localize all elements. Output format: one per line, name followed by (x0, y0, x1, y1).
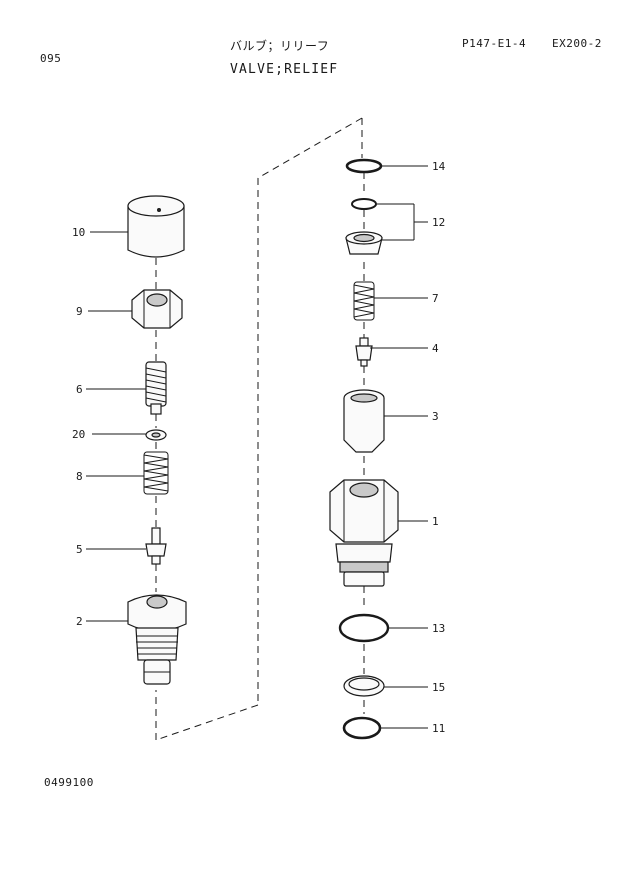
part-oring-13 (338, 613, 390, 643)
reference-code: P147-E1-4 (462, 37, 527, 50)
callout-1: 1 (432, 515, 439, 528)
part-ring-12a (351, 198, 377, 210)
callout-2: 2 (76, 615, 83, 628)
callout-13: 13 (432, 622, 445, 635)
part-sleeve-3 (343, 389, 385, 453)
model-code: EX200-2 (552, 37, 602, 50)
title-japanese: バルブ；リリーフ (230, 39, 330, 53)
callout-6: 6 (76, 383, 83, 396)
part-ring-15 (343, 675, 385, 697)
part-body-2 (127, 594, 187, 685)
page-number: 095 (40, 52, 62, 65)
assembly-connector (155, 117, 363, 741)
part-oring-11 (342, 716, 382, 740)
part-spring-7 (353, 281, 375, 321)
callout-9: 9 (76, 305, 83, 318)
callout-8: 8 (76, 470, 83, 483)
part-seal-12b (345, 231, 383, 255)
part-screw-6 (145, 361, 167, 415)
drawing-number: 0499100 (44, 776, 94, 789)
part-cap-10 (127, 195, 185, 258)
part-spring-8 (143, 451, 169, 495)
callout-15: 15 (432, 681, 445, 694)
callout-3: 3 (432, 410, 439, 423)
part-nut-9 (131, 289, 183, 329)
leader-lines-right (370, 165, 428, 729)
part-poppet-4 (355, 337, 373, 367)
callout-numbers: 10 9 6 20 8 5 2 14 12 7 4 3 1 13 15 11 (72, 160, 446, 735)
callout-11: 11 (432, 722, 445, 735)
title-english: VALVE;RELIEF (230, 62, 339, 77)
part-main-body-1 (329, 479, 399, 587)
callout-12: 12 (432, 216, 445, 229)
part-poppet-5 (145, 527, 167, 565)
callout-7: 7 (432, 292, 439, 305)
callout-5: 5 (76, 543, 83, 556)
part-oring-14 (345, 158, 383, 174)
callout-4: 4 (432, 342, 439, 355)
leader-lines-left (86, 231, 146, 622)
callout-10: 10 (72, 226, 85, 239)
callout-20: 20 (72, 428, 85, 441)
part-washer-20 (145, 429, 167, 441)
callout-14: 14 (432, 160, 446, 173)
